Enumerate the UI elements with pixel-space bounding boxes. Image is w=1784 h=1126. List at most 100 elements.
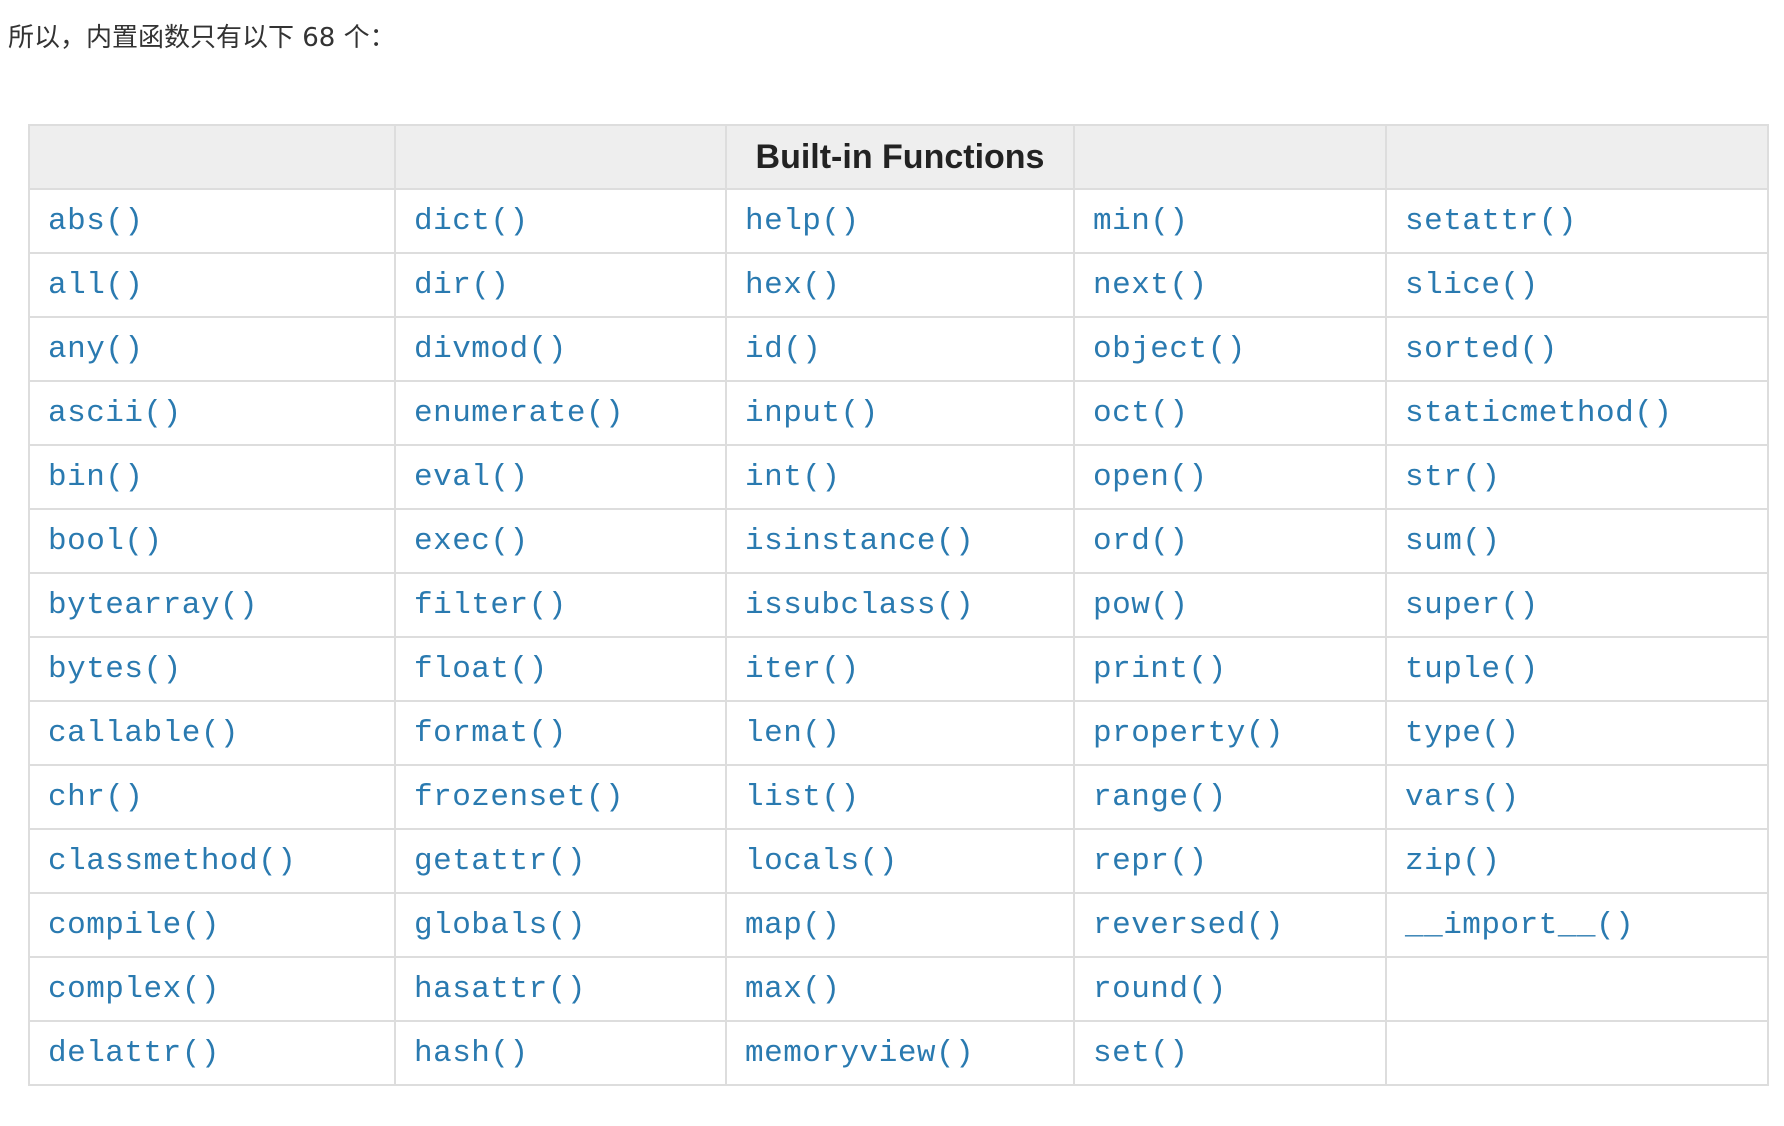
function-link[interactable]: all() (48, 267, 144, 303)
table-header-cell (1073, 124, 1387, 190)
table-cell: dict() (394, 188, 727, 254)
function-link[interactable]: help() (745, 203, 860, 239)
table-cell: classmethod() (28, 828, 396, 894)
function-link[interactable]: super() (1405, 587, 1539, 623)
function-link[interactable]: callable() (48, 715, 240, 751)
function-link[interactable]: pow() (1093, 587, 1189, 623)
table-cell: sum() (1385, 508, 1769, 574)
function-link[interactable]: list() (745, 779, 860, 815)
table-header-cell (28, 124, 396, 190)
function-link[interactable]: complex() (48, 971, 220, 1007)
function-link[interactable]: oct() (1093, 395, 1189, 431)
table-cell: super() (1385, 572, 1769, 638)
function-link[interactable]: range() (1093, 779, 1227, 815)
table-cell: memoryview() (725, 1020, 1075, 1086)
function-link[interactable]: isinstance() (745, 523, 975, 559)
function-link[interactable]: divmod() (414, 331, 567, 367)
table-cell: input() (725, 380, 1075, 446)
function-link[interactable]: sorted() (1405, 331, 1558, 367)
function-link[interactable]: delattr() (48, 1035, 220, 1071)
function-link[interactable]: type() (1405, 715, 1520, 751)
table-cell: chr() (28, 764, 396, 830)
function-link[interactable]: ord() (1093, 523, 1189, 559)
function-link[interactable]: ascii() (48, 395, 182, 431)
function-link[interactable]: abs() (48, 203, 144, 239)
function-link[interactable]: exec() (414, 523, 529, 559)
table-cell: range() (1073, 764, 1387, 830)
function-link[interactable]: bytes() (48, 651, 182, 687)
function-link[interactable]: bool() (48, 523, 163, 559)
table-cell (1385, 1020, 1769, 1086)
function-link[interactable]: print() (1093, 651, 1227, 687)
table-cell: delattr() (28, 1020, 396, 1086)
function-link[interactable]: enumerate() (414, 395, 625, 431)
table-row: compile() globals() map() reversed() __impor… (28, 892, 1769, 958)
table-cell: next() (1073, 252, 1387, 318)
function-link[interactable]: vars() (1405, 779, 1520, 815)
table-cell: ascii() (28, 380, 396, 446)
function-link[interactable]: issubclass() (745, 587, 975, 623)
table-row: ascii() enumerate() input() oct() staticmeth… (28, 380, 1769, 446)
function-link[interactable]: any() (48, 331, 144, 367)
table-cell: print() (1073, 636, 1387, 702)
table-row: abs() dict() help() min() setattr() (28, 188, 1769, 254)
function-link[interactable]: format() (414, 715, 567, 751)
function-link[interactable]: memoryview() (745, 1035, 975, 1071)
table-cell: staticmethod() (1385, 380, 1769, 446)
table-cell: bytearray() (28, 572, 396, 638)
function-link[interactable]: frozenset() (414, 779, 625, 815)
function-link[interactable]: bin() (48, 459, 144, 495)
function-link[interactable]: hash() (414, 1035, 529, 1071)
function-link[interactable]: __import__() (1405, 907, 1635, 943)
function-link[interactable]: filter() (414, 587, 567, 623)
function-link[interactable]: dir() (414, 267, 510, 303)
function-link[interactable]: min() (1093, 203, 1189, 239)
function-link[interactable]: repr() (1093, 843, 1208, 879)
function-link[interactable]: str() (1405, 459, 1501, 495)
table-row: any() divmod() id() object() sorted() (28, 316, 1769, 382)
table-cell: map() (725, 892, 1075, 958)
function-link[interactable]: property() (1093, 715, 1285, 751)
table-cell: hash() (394, 1020, 727, 1086)
table-cell: len() (725, 700, 1075, 766)
table-cell: setattr() (1385, 188, 1769, 254)
function-link[interactable]: round() (1093, 971, 1227, 1007)
table-cell: ord() (1073, 508, 1387, 574)
function-link[interactable]: int() (745, 459, 841, 495)
function-link[interactable]: slice() (1405, 267, 1539, 303)
table-cell: zip() (1385, 828, 1769, 894)
function-link[interactable]: hasattr() (414, 971, 586, 1007)
function-link[interactable]: set() (1093, 1035, 1189, 1071)
function-link[interactable]: sum() (1405, 523, 1501, 559)
function-link[interactable]: next() (1093, 267, 1208, 303)
table-row: delattr() hash() memoryview() set() (28, 1020, 1769, 1086)
function-link[interactable]: tuple() (1405, 651, 1539, 687)
function-link[interactable]: map() (745, 907, 841, 943)
function-link[interactable]: hex() (745, 267, 841, 303)
table-cell: id() (725, 316, 1075, 382)
function-link[interactable]: open() (1093, 459, 1208, 495)
function-link[interactable]: id() (745, 331, 822, 367)
function-link[interactable]: len() (745, 715, 841, 751)
function-link[interactable]: staticmethod() (1405, 395, 1673, 431)
table-cell: str() (1385, 444, 1769, 510)
function-link[interactable]: locals() (745, 843, 898, 879)
function-link[interactable]: setattr() (1405, 203, 1577, 239)
function-link[interactable]: bytearray() (48, 587, 259, 623)
function-link[interactable]: object() (1093, 331, 1246, 367)
function-link[interactable]: eval() (414, 459, 529, 495)
function-link[interactable]: max() (745, 971, 841, 1007)
function-link[interactable]: dict() (414, 203, 529, 239)
function-link[interactable]: zip() (1405, 843, 1501, 879)
function-link[interactable]: reversed() (1093, 907, 1285, 943)
function-link[interactable]: iter() (745, 651, 860, 687)
function-link[interactable]: chr() (48, 779, 144, 815)
table-cell: eval() (394, 444, 727, 510)
function-link[interactable]: globals() (414, 907, 586, 943)
function-link[interactable]: classmethod() (48, 843, 297, 879)
function-link[interactable]: input() (745, 395, 879, 431)
function-link[interactable]: compile() (48, 907, 220, 943)
table-cell: __import__() (1385, 892, 1769, 958)
function-link[interactable]: getattr() (414, 843, 586, 879)
function-link[interactable]: float() (414, 651, 548, 687)
